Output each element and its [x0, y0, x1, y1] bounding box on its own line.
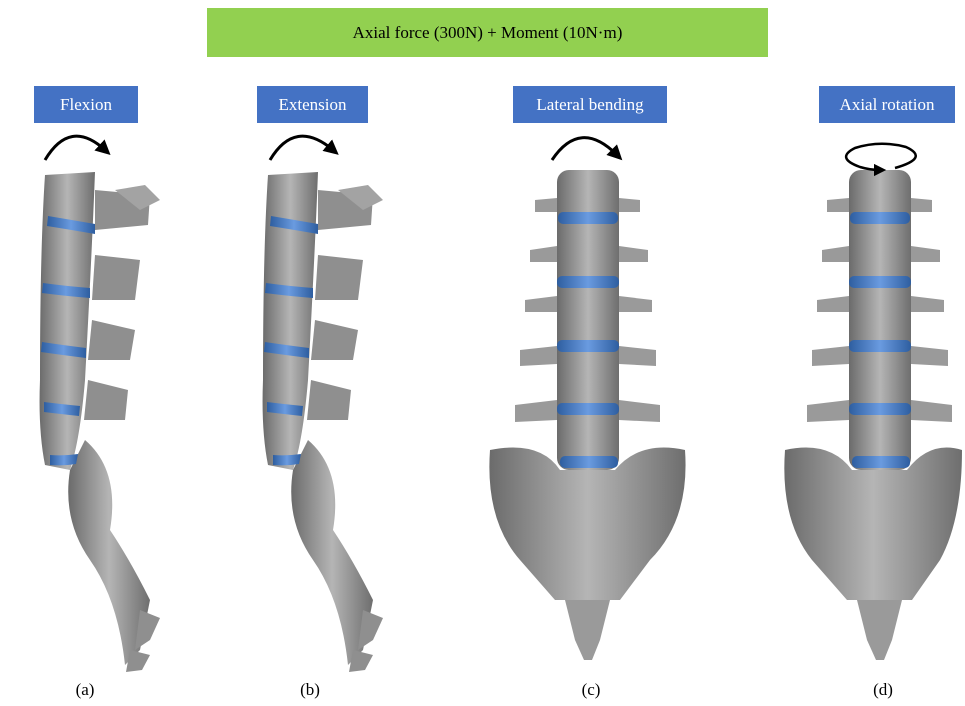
caption-c: (c): [561, 680, 621, 700]
spine-lateral-extension: [263, 136, 383, 672]
curved-clockwise-arrow-icon: [45, 136, 105, 160]
spine-posterior-lateral-bending: [489, 138, 685, 660]
curved-clockwise-arrow-icon: [270, 136, 333, 160]
circular-rotation-arrow-icon: [846, 144, 916, 170]
caption-b: (b): [280, 680, 340, 700]
caption-d: (d): [853, 680, 913, 700]
spine-posterior-axial-rotation: [784, 144, 962, 660]
curved-clockwise-arrow-icon: [552, 138, 617, 160]
caption-a: (a): [55, 680, 115, 700]
spine-lateral-flexion: [40, 136, 160, 672]
